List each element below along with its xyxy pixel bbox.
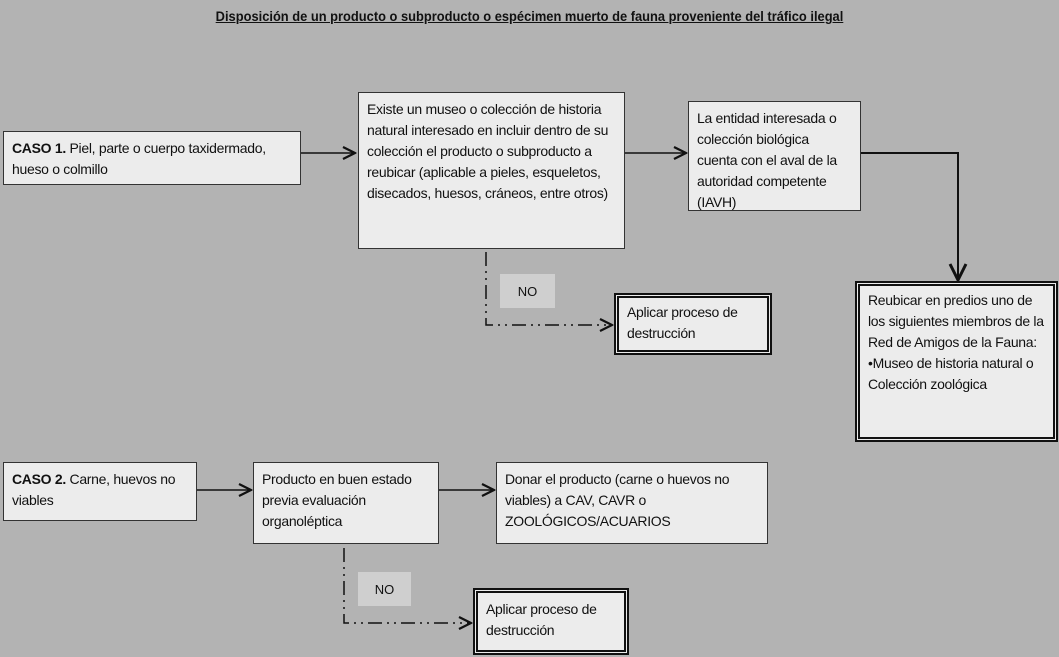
caso1-label: CASO 1. bbox=[12, 140, 66, 156]
producto-box: Producto en buen estado previa evaluació… bbox=[253, 462, 439, 544]
diagram-title: Disposición de un producto o subproducto… bbox=[215, 8, 844, 24]
no-label-2: NO bbox=[358, 572, 411, 606]
donar-box: Donar el producto (carne o huevos no via… bbox=[496, 462, 768, 544]
arrow-museo-no bbox=[485, 252, 612, 325]
caso2-box: CASO 2. Carne, huevos no viables bbox=[3, 462, 197, 521]
caso2-text: Carne, huevos no viables bbox=[12, 471, 176, 508]
caso2-label: CASO 2. bbox=[12, 471, 66, 487]
destruccion-box-1: Aplicar proceso de destrucción bbox=[614, 293, 772, 355]
caso1-text: Piel, parte o cuerpo taxidermado, hueso … bbox=[12, 140, 266, 177]
caso1-box: CASO 1. Piel, parte o cuerpo taxidermado… bbox=[3, 131, 301, 185]
reubicar-box: Reubicar en predios uno de los siguiente… bbox=[855, 281, 1058, 442]
entidad-box: La entidad interesada o colección biológ… bbox=[688, 101, 861, 211]
arrow-entidad-reubicar bbox=[861, 152, 958, 280]
museo-box: Existe un museo o colección de historia … bbox=[358, 92, 625, 249]
no-label-1: NO bbox=[500, 274, 555, 308]
reubicar-text: Reubicar en predios uno de los siguiente… bbox=[868, 292, 1044, 350]
arrow-producto-no bbox=[343, 548, 471, 623]
reubicar-bullet: •Museo de historia natural o Colección z… bbox=[868, 355, 1034, 392]
destruccion-box-2: Aplicar proceso de destrucción bbox=[473, 588, 629, 655]
